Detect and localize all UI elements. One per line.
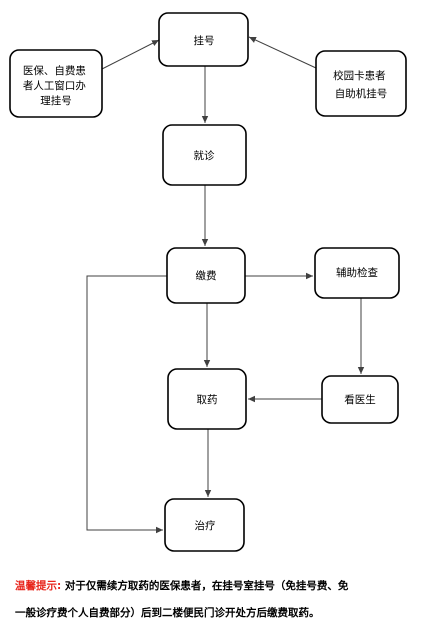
node-consult: 就诊 <box>162 124 247 186</box>
edge-self-service-to-register <box>248 36 317 69</box>
node-manual-window-line2: 者人工窗口办 <box>23 79 86 92</box>
node-pharmacy-label: 取药 <box>197 394 218 406</box>
flowchart: 挂号 医保、自费患 者人工窗口办 理挂号 校园卡患者 自助机挂号 就诊 缴费 辅… <box>9 12 407 552</box>
node-consult-label: 就诊 <box>194 149 215 162</box>
node-manual-window: 医保、自费患 者人工窗口办 理挂号 <box>9 49 103 118</box>
notice-text-2: 一般诊疗费个人自费部分）后到二楼便民门诊开处方后缴费取药。 <box>15 607 320 619</box>
node-see-doctor-label: 看医生 <box>344 393 376 406</box>
node-auxiliary-exam-label: 辅助检查 <box>336 266 378 279</box>
notice-text-1: 对于仅需续方取药的医保患者，在挂号室挂号（免挂号费、免 <box>64 580 349 592</box>
node-self-service-line2: 自助机挂号 <box>335 87 388 100</box>
node-auxiliary-exam: 辅助检查 <box>314 247 400 299</box>
notice-line-1: 温馨提示: 对于仅需续方取药的医保患者，在挂号室挂号（免挂号费、免 <box>15 573 415 600</box>
node-treatment: 治疗 <box>164 498 245 552</box>
edge-payment-to-treatment-bypass <box>86 275 167 534</box>
svg-text:医保、自费患 者人工窗口办 理挂号: 医保、自费患 者人工窗口办 理挂号 <box>23 64 89 107</box>
node-payment-label: 缴费 <box>196 269 217 282</box>
node-manual-window-line1: 医保、自费患 <box>23 64 86 77</box>
node-register: 挂号 <box>158 12 249 67</box>
node-self-service-line1: 校园卡患者 <box>333 69 386 82</box>
node-self-service: 校园卡患者 自助机挂号 <box>315 50 407 117</box>
node-see-doctor: 看医生 <box>321 375 399 424</box>
notice-label: 温馨提示: <box>15 580 62 592</box>
node-pharmacy: 取药 <box>167 368 247 430</box>
node-treatment-label: 治疗 <box>195 519 216 532</box>
node-manual-window-line3: 理挂号 <box>40 94 72 107</box>
edge-manual-to-register <box>101 39 160 70</box>
svg-text:校园卡患者 自助机挂号: 校园卡患者 自助机挂号 <box>333 69 389 100</box>
node-register-label: 挂号 <box>194 34 215 47</box>
node-payment: 缴费 <box>166 247 246 304</box>
notice: 温馨提示: 对于仅需续方取药的医保患者，在挂号室挂号（免挂号费、免 一般诊疗费个… <box>15 573 415 627</box>
